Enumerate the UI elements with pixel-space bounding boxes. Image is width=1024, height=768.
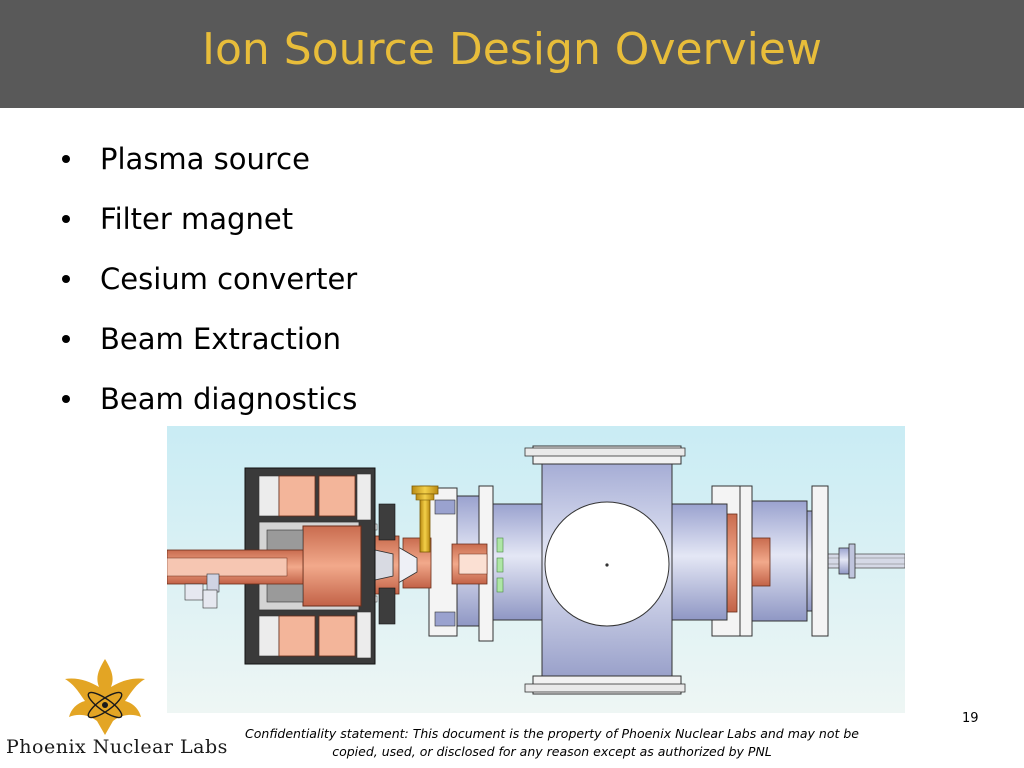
slide-title: Ion Source Design Overview xyxy=(202,24,822,75)
bullet-dot-icon xyxy=(62,275,70,283)
bullet-dot-icon xyxy=(62,155,70,163)
page-number: 19 xyxy=(962,711,979,726)
ion-source-cad-diagram xyxy=(167,426,905,713)
phoenix-logo-icon xyxy=(65,659,145,735)
company-name: Phoenix Nuclear Labs xyxy=(6,736,228,758)
title-bar: Ion Source Design Overview xyxy=(0,0,1024,108)
confidentiality-statement: Confidentiality statement: This document… xyxy=(245,726,859,759)
bullet-dot-icon xyxy=(62,215,70,223)
bullet-dot-icon xyxy=(62,395,70,403)
bullet-dot-icon xyxy=(62,335,70,343)
